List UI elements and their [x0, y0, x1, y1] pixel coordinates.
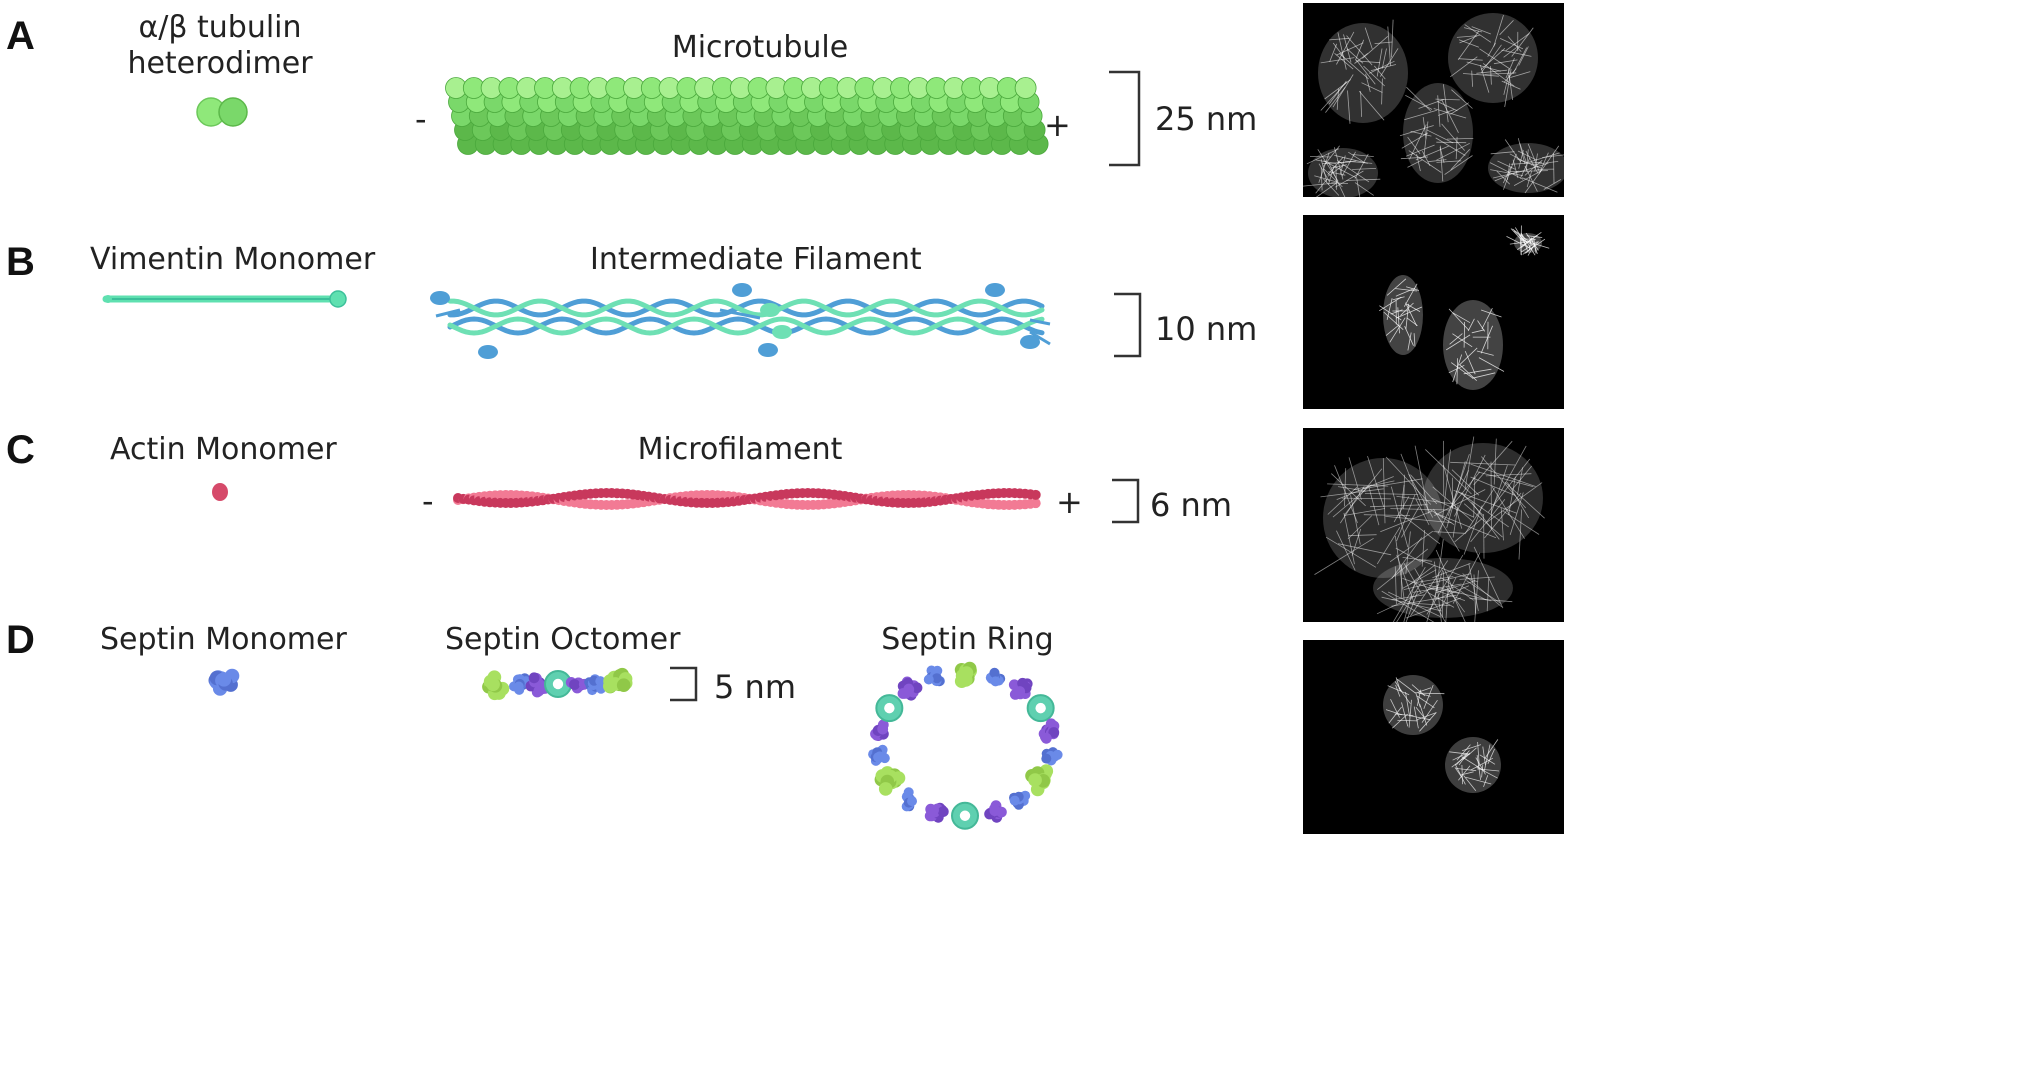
tubulin-label-line1: α/β tubulin: [138, 10, 302, 45]
microtubule-plus-sign: +: [1044, 106, 1071, 144]
septin-monomer-icon: [208, 668, 240, 696]
vimentin-monomer-icon: [102, 290, 347, 308]
septin-monomer-label: Septin Monomer: [100, 622, 347, 657]
septin-ring-illustration: [868, 661, 1063, 830]
tubulin-heterodimer-icon: [196, 97, 248, 127]
scale-label-10nm: 10 nm: [1155, 310, 1258, 348]
panel-letter-a: A: [6, 14, 35, 58]
panel-letter-d: D: [6, 618, 35, 662]
panel-letter-b: B: [6, 240, 35, 284]
intermediate-filament-micrograph: [1303, 215, 1564, 409]
intermediate-filament-illustration: [430, 283, 1051, 359]
scale-bar-10nm: [1114, 292, 1142, 358]
intermediate-filament-label: Intermediate Filament: [590, 242, 922, 277]
microtubule-label: Microtubule: [671, 30, 849, 65]
microfilament-micrograph: [1303, 428, 1564, 622]
septin-octomer-label: Septin Octomer: [445, 622, 681, 657]
microfilament-label: Microfilament: [637, 432, 843, 467]
actin-monomer-icon: [212, 483, 228, 501]
actin-monomer-label: Actin Monomer: [110, 432, 337, 467]
scale-bar-25nm: [1109, 70, 1141, 167]
septin-ring-label: Septin Ring: [881, 622, 1054, 657]
panel-letter-c: C: [6, 428, 35, 472]
scale-bar-5nm: [670, 666, 698, 702]
tubulin-label-line2: heterodimer: [127, 46, 313, 81]
septin-micrograph: [1303, 640, 1564, 834]
scale-label-25nm: 25 nm: [1155, 100, 1258, 138]
microtubule-minus-sign: -: [415, 100, 427, 138]
microfilament-illustration: [453, 488, 1041, 510]
scale-label-5nm: 5 nm: [714, 668, 796, 706]
scale-bar-6nm: [1112, 478, 1140, 524]
vimentin-monomer-label: Vimentin Monomer: [90, 242, 376, 277]
scale-label-6nm: 6 nm: [1150, 486, 1232, 524]
septin-octomer-illustration: [482, 667, 633, 701]
microtubule-micrograph: [1303, 3, 1564, 197]
microtubule-illustration: [445, 77, 1049, 155]
microfilament-minus-sign: -: [422, 482, 434, 520]
microfilament-plus-sign: +: [1056, 483, 1083, 521]
